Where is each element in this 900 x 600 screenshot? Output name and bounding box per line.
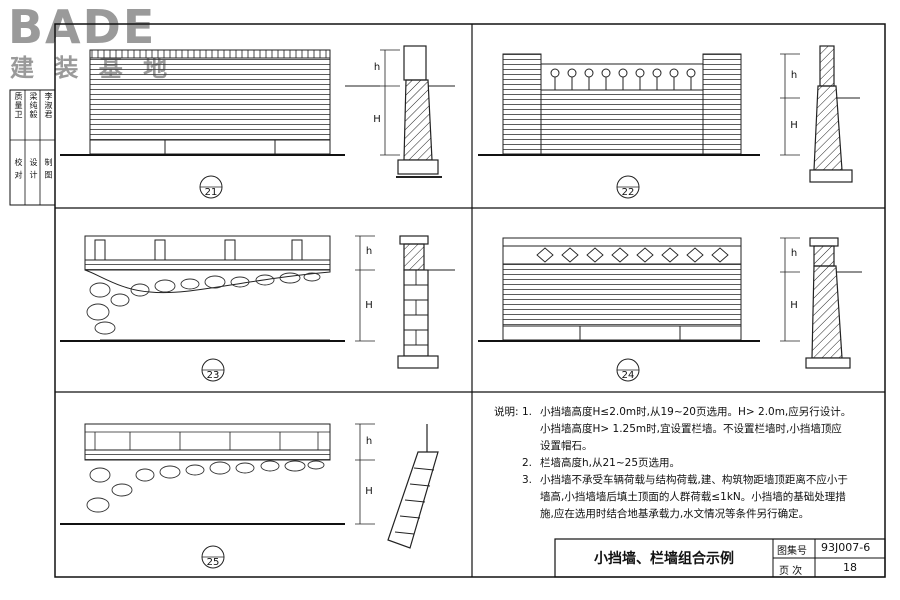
side-label-3: 李淑君 [44,92,53,119]
detail-24-drawing [478,237,862,382]
note-3-number: 3. [522,474,533,486]
notes-prefix: 说明: [494,406,519,418]
note-3-line-1: 小挡墙不承受车辆荷载与结构荷载,建、构筑物距墙顶距离不应小于 [540,474,848,486]
atlas-number-value: 93J007-6 [821,541,871,554]
note-1: 说明: 1. 小挡墙高度H≤2.0m时,从19~20页选用。H> 2.0m,应另… [494,404,884,455]
detail-number-21: 21 [204,187,218,198]
dim-h-24: h [790,248,798,259]
dim-H-21: H [373,114,381,125]
page-number-label: 页 次 [779,566,803,577]
detail-number-24: 24 [621,370,635,381]
dim-H-24: H [790,300,798,311]
note-1-number: 1. [522,406,533,418]
detail-25-drawing [60,423,439,569]
detail-number-25: 25 [206,557,220,568]
side-label-5: 设 计 [29,158,38,180]
detail-22-drawing [478,45,860,199]
detail-number-22: 22 [621,187,635,198]
detail-23-drawing [60,235,455,382]
page-number-value: 18 [843,561,857,574]
sheet-border [54,23,886,578]
dim-h-23: h [365,246,373,257]
side-label-6: 制 图 [44,158,53,180]
note-1-line-3: 设置帽石。 [540,440,593,452]
note-3-line-2: 墙高,小挡墙墙后填土顶面的人群荷载≤1kN。小挡墙的基础处理措 [540,491,846,503]
dim-H-25: H [365,486,373,497]
note-1-line-1: 小挡墙高度H≤2.0m时,从19~20页选用。H> 2.0m,应另行设计。 [540,406,852,418]
note-3-line-3: 施,应在选用时结合地基承载力,水文情况等条件另行确定。 [540,508,810,520]
side-label-1: 质量卫 [14,92,23,119]
detail-21-drawing [60,45,455,199]
dim-h-22: h [790,70,798,81]
note-2: 2. 栏墙高度h,从21~25页选用。 [494,455,884,472]
note-3: 3. 小挡墙不承受车辆荷载与结构荷载,建、构筑物距墙顶距离不应小于 墙高,小挡墙… [494,472,884,523]
notes-block: 说明: 1. 小挡墙高度H≤2.0m时,从19~20页选用。H> 2.0m,应另… [494,404,884,523]
note-2-line-1: 栏墙高度h,从21~25页选用。 [540,457,681,469]
note-1-line-2: 小挡墙高度H> 1.25m时,宜设置栏墙。不设置栏墙时,小挡墙顶应 [540,423,842,435]
atlas-number-label: 图集号 [777,546,807,557]
dim-H-23: H [365,300,373,311]
dim-h-25: h [365,436,373,447]
dim-H-22: H [790,120,798,131]
detail-number-23: 23 [206,370,220,381]
logo-main-text: BADE [8,0,157,54]
approval-strip [9,89,56,206]
drawing-title: 小挡墙、栏墙组合示例 [594,551,734,567]
side-label-4: 校 对 [14,158,23,180]
dim-h-21: h [373,62,381,73]
note-2-number: 2. [522,457,533,469]
side-label-2: 梁纯毅 [29,92,38,119]
